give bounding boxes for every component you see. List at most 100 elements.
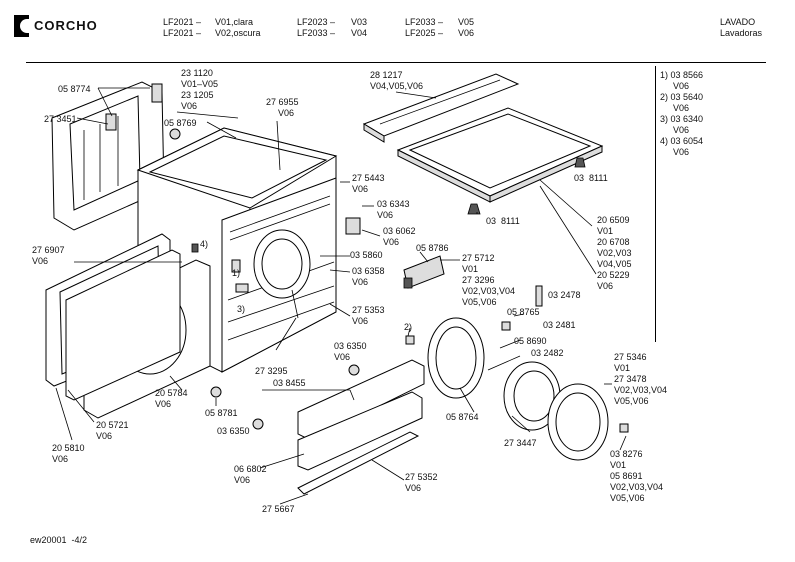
hinge-bracket <box>345 217 629 433</box>
part-label-variant: V06 <box>234 475 251 485</box>
footnote-variant: V06 <box>673 81 690 91</box>
part-label: 03 8111 <box>574 173 608 183</box>
footnote-part: 1) 03 8566 <box>660 70 704 80</box>
part-label-variant: V06 <box>383 237 400 247</box>
model-code: LF2033 – <box>297 28 336 38</box>
part-label: 03 2481 <box>543 320 576 330</box>
part-label-variant: V06 <box>352 316 369 326</box>
part-label: 27 5353 <box>352 305 385 315</box>
header-rule <box>26 62 766 63</box>
part-label-variant: V01 <box>610 460 627 470</box>
model-variant: V03 <box>351 17 368 27</box>
part-label: 05 8781 <box>205 408 238 418</box>
model-variant: V02,oscura <box>215 28 261 38</box>
part-label: 27 5667 <box>262 504 295 514</box>
part-label-variant: V02,V03,V04 <box>610 482 664 492</box>
door-inner-ring <box>547 383 609 461</box>
part-label: 03 8455 <box>273 378 306 388</box>
part-label: 03 8111 <box>486 216 520 226</box>
footnote-divider <box>655 66 656 342</box>
logo-mark <box>14 15 29 37</box>
part-label-variant: V06 <box>405 483 422 493</box>
part-label: 03 5860 <box>350 250 383 260</box>
model-code: LF2025 – <box>405 28 444 38</box>
leader-lines <box>55 87 627 505</box>
part-label: 20 5810 <box>52 443 85 453</box>
callout-marker: 1) <box>232 268 241 278</box>
model-code: LF2021 – <box>163 28 202 38</box>
part-label: 28 1217 <box>370 70 403 80</box>
worktop-rail <box>362 73 520 143</box>
part-label: 05 8786 <box>416 243 449 253</box>
part-label: 23 1120 <box>181 68 213 78</box>
part-label-variant: V04,V05 <box>597 259 632 269</box>
part-label-variant: V06 <box>52 454 69 464</box>
part-label: 27 5346 <box>614 352 647 362</box>
footnote-variant: V06 <box>673 125 690 135</box>
callout-marker: 2) <box>404 322 413 332</box>
footnote-variant: V06 <box>673 103 690 113</box>
part-label-variant: V05,V06 <box>462 297 497 307</box>
part-label-variant: V06 <box>278 108 295 118</box>
part-label-variant: V06 <box>377 210 394 220</box>
category-title: LAVADO <box>720 17 756 27</box>
model-variant: V06 <box>458 28 475 38</box>
callout-marker: 4) <box>200 239 209 249</box>
part-label-variant: V01 <box>614 363 631 373</box>
part-label: 27 3296 <box>462 275 495 285</box>
door-porthole-ring <box>253 229 311 319</box>
part-label-variant: V01–V05 <box>181 79 219 89</box>
part-label: 03 6350 <box>217 426 250 436</box>
side-panel <box>65 249 181 401</box>
part-label: 27 3447 <box>504 438 537 448</box>
part-label: 27 3451 <box>44 114 77 124</box>
model-variant: V04 <box>351 28 368 38</box>
footnote-variant: V06 <box>673 147 690 157</box>
part-label: 27 3478 <box>614 374 647 384</box>
part-label: 20 5229 <box>597 270 630 280</box>
part-label-variant: V04,V05,V06 <box>370 81 424 91</box>
part-label-variant: V01 <box>597 226 614 236</box>
part-label: 27 6955 <box>266 97 299 107</box>
model-variant: V01,clara <box>215 17 254 27</box>
part-label-variant: V06 <box>352 184 369 194</box>
part-label-variant: V06 <box>181 101 198 111</box>
hinge-bracket <box>191 243 249 293</box>
part-label: 03 2478 <box>548 290 581 300</box>
footnote-part: 3) 03 6340 <box>660 114 704 124</box>
back-panel <box>51 81 165 231</box>
brand-logo: CORCHO <box>14 15 124 37</box>
part-label: 03 6350 <box>334 341 367 351</box>
part-label: 27 6907 <box>32 245 65 255</box>
part-label-variant: V02,V03,V04 <box>462 286 516 296</box>
footnote-part: 4) 03 6054 <box>660 136 704 146</box>
part-label: 06 6802 <box>234 464 267 474</box>
part-label: 03 8276 <box>610 449 643 459</box>
model-code: LF2023 – <box>297 17 336 27</box>
category-subtitle: Lavadoras <box>720 28 763 38</box>
lid-foot <box>467 157 586 215</box>
drawing-code: ew20001 -4/2 <box>30 535 88 545</box>
model-code: LF2033 – <box>405 17 444 27</box>
part-label: 27 3295 <box>255 366 288 376</box>
part-label-variant: V06 <box>32 256 49 266</box>
part-label-variant: V06 <box>96 431 113 441</box>
callout-marker: 3) <box>237 304 246 314</box>
part-label-variant: V06 <box>352 277 369 287</box>
footnote-part: 2) 03 5640 <box>660 92 704 102</box>
part-label-variant: V06 <box>597 281 614 291</box>
part-label: 03 6062 <box>383 226 416 236</box>
part-label: 03 6358 <box>352 266 385 276</box>
door-lock <box>403 255 445 289</box>
part-label-variant: V01 <box>462 264 479 274</box>
part-label: 27 5352 <box>405 472 438 482</box>
part-label-variant: V02,V03,V04 <box>614 385 668 395</box>
part-label: 05 8774 <box>58 84 91 94</box>
part-label: 03 6343 <box>377 199 410 209</box>
part-label: 03 2482 <box>531 348 564 358</box>
door-glass <box>503 361 561 431</box>
brand-name: CORCHO <box>34 18 98 33</box>
part-label: 05 8764 <box>446 412 479 422</box>
part-label: 05 8769 <box>164 118 197 128</box>
